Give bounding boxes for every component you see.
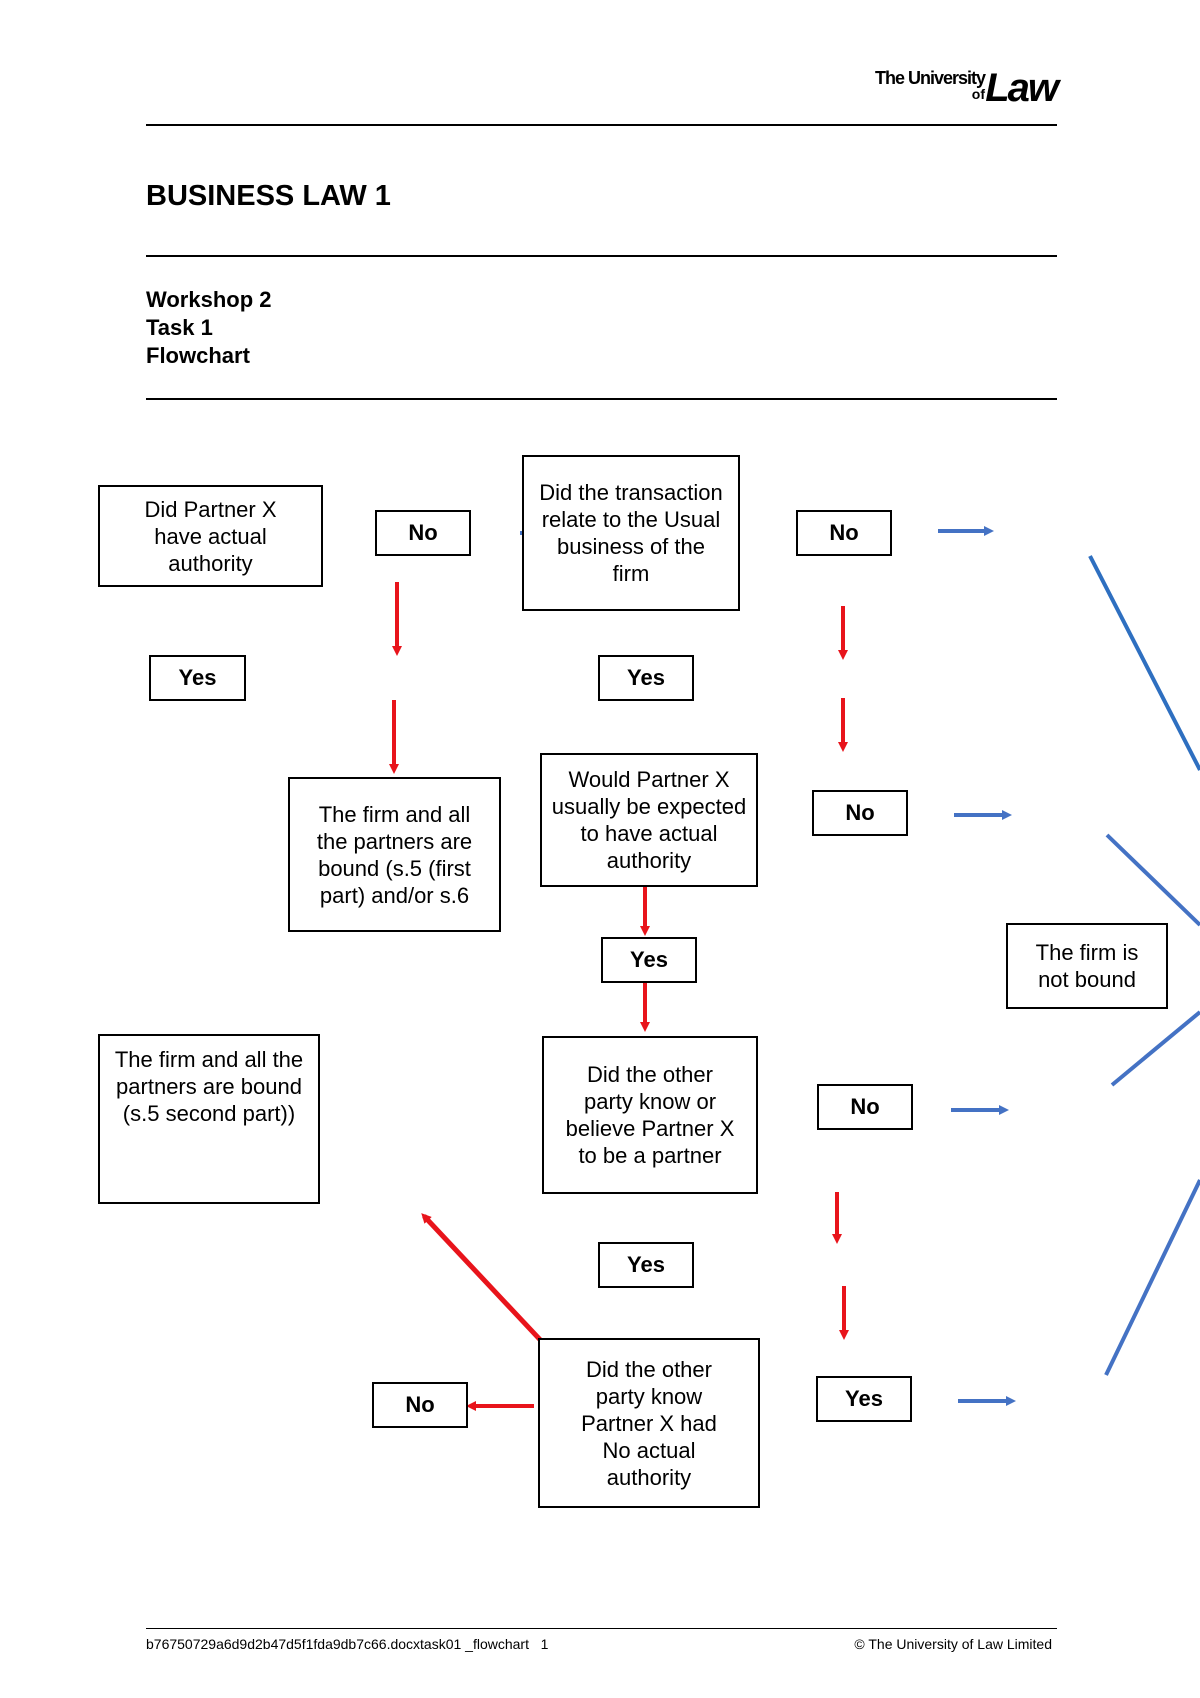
box-bound-s5-first: The firm and all the partners are bound … bbox=[288, 777, 501, 932]
box-bound-s5-second-text: The firm and all the partners are bound … bbox=[114, 1047, 304, 1126]
box-actual-authority-text: Did Partner X have actual authority bbox=[144, 496, 277, 576]
box-know-no-authority: Did the other party know Partner X had N… bbox=[538, 1338, 760, 1508]
label-yes: Yes bbox=[598, 1242, 694, 1288]
box-actual-authority: Did Partner X have actual authority bbox=[98, 485, 323, 587]
label-no: No bbox=[796, 510, 892, 556]
label-no: No bbox=[375, 510, 471, 556]
footer-page-number: 1 bbox=[540, 1636, 549, 1652]
footer-doc-id: b76750729a6d9d2b47d5f1fda9db7c66.docxtas… bbox=[146, 1636, 548, 1652]
title-rule bbox=[146, 255, 1057, 257]
workshop-label: Workshop 2 bbox=[146, 287, 272, 312]
page-title: BUSINESS LAW 1 bbox=[146, 180, 391, 212]
footer-copyright: © The University of Law Limited bbox=[854, 1636, 1052, 1652]
label-yes: Yes bbox=[816, 1376, 912, 1422]
box-bound-s5-first-text: The firm and all the partners are bound … bbox=[316, 801, 473, 908]
box-not-bound: The firm is not bound bbox=[1006, 923, 1168, 1009]
logo-line-3: Law bbox=[985, 66, 1059, 110]
box-usual-business-text: Did the transaction relate to the Usual … bbox=[539, 480, 723, 586]
footer-rule bbox=[146, 1628, 1057, 1629]
box-bound-s5-second: The firm and all the partners are bound … bbox=[98, 1034, 320, 1204]
label-yes: Yes bbox=[601, 937, 697, 983]
box-know-no-authority-text: Did the other party know Partner X had N… bbox=[581, 1356, 717, 1490]
university-of-law-logo: The University of Law bbox=[837, 64, 1059, 110]
box-know-partner: Did the other party know or believe Part… bbox=[542, 1036, 758, 1194]
box-expected-authority-text: Would Partner X usually be expected to h… bbox=[551, 767, 747, 873]
subtitle-rule bbox=[146, 398, 1057, 400]
blue-line bbox=[1105, 833, 1200, 927]
box-know-partner-text: Did the other party know or believe Part… bbox=[565, 1062, 735, 1168]
label-yes: Yes bbox=[149, 655, 246, 701]
box-usual-business: Did the transaction relate to the Usual … bbox=[522, 455, 740, 611]
logo-line-1: The University bbox=[874, 68, 986, 88]
label-no: No bbox=[817, 1084, 913, 1130]
logo-line-2: of bbox=[971, 86, 985, 102]
box-not-bound-text: The firm is not bound bbox=[1035, 940, 1139, 992]
label-yes: Yes bbox=[598, 655, 694, 701]
blue-line bbox=[1110, 1010, 1200, 1087]
footer-doc-id-text: b76750729a6d9d2b47d5f1fda9db7c66.docxtas… bbox=[146, 1636, 529, 1652]
header-rule bbox=[146, 124, 1057, 126]
label-no: No bbox=[812, 790, 908, 836]
blue-line bbox=[1088, 555, 1200, 771]
flowchart-label: Flowchart bbox=[146, 343, 250, 368]
box-expected-authority: Would Partner X usually be expected to h… bbox=[540, 753, 758, 887]
task-label: Task 1 bbox=[146, 315, 213, 340]
label-no: No bbox=[372, 1382, 468, 1428]
blue-line bbox=[1104, 1179, 1200, 1376]
